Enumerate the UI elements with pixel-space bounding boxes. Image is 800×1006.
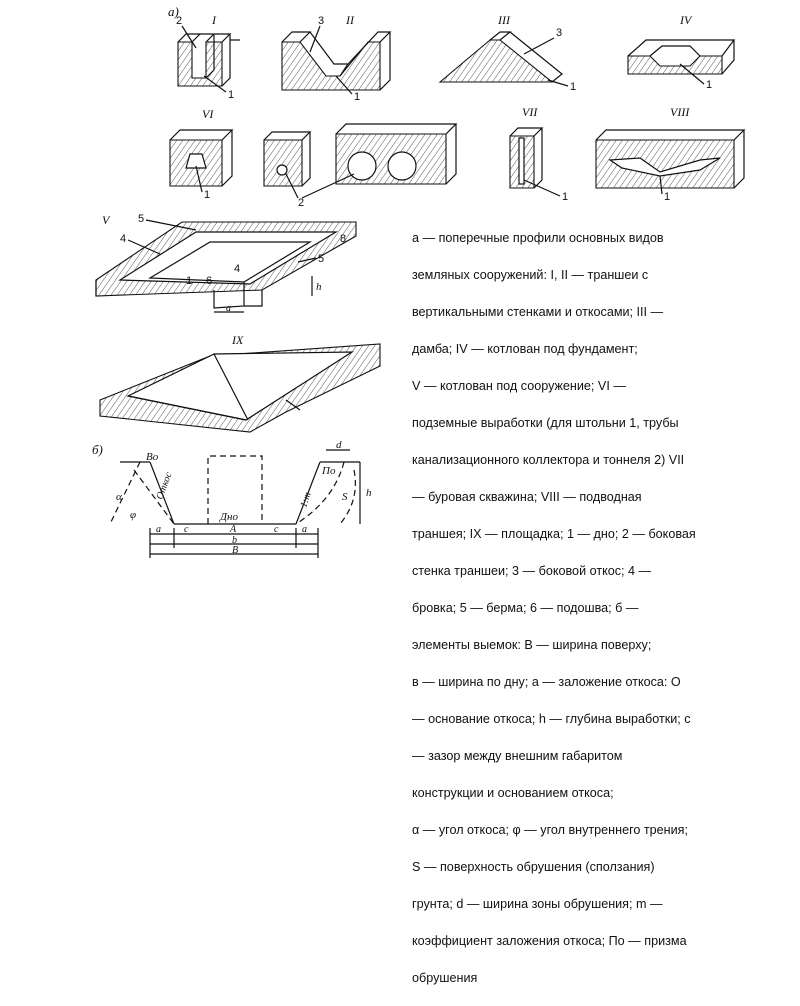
profile-V-number-4b: 4	[234, 263, 240, 275]
label-ratio: 1:m	[298, 491, 313, 509]
caption-line: канализационного коллектора и тоннеля 2)…	[412, 452, 685, 467]
profile-VI-underground: VI 1	[169, 107, 234, 201]
label-a-right: a	[302, 524, 307, 535]
caption-line: а — поперечные профили основных видов	[412, 230, 664, 245]
label-otkos: Откос	[154, 470, 174, 501]
roman-V-label: V	[102, 213, 111, 227]
engineering-diagram: а) I 2 1 II 3 1 III 3 1 IV 1	[92, 4, 746, 558]
profile-I-trench-vertical: I 2 1	[176, 13, 240, 101]
caption-line: траншея; IX — площадка; 1 — дно; 2 — бок…	[412, 526, 696, 541]
profile-V-number-1: 1	[186, 275, 192, 287]
profile-V-number-4: 4	[120, 233, 126, 245]
profile-IX-platform: IX	[99, 333, 381, 433]
caption-line: элементы выемок: В — ширина поверху;	[412, 637, 652, 652]
profile-VII-number-1: 1	[562, 191, 568, 203]
profile-III-number-1: 1	[570, 81, 576, 93]
caption-line: стенка траншеи; 3 — боковой откос; 4 —	[412, 563, 652, 578]
profile-I-number-1: 1	[228, 89, 234, 101]
caption-line: коэффициент заложения откоса; По — призм…	[412, 933, 687, 948]
profile-V-number-5b: 5	[318, 253, 324, 265]
caption-line: грунта; d — ширина зоны обрушения; m —	[412, 896, 663, 911]
caption-line: земляных сооружений: I, II — траншеи с	[412, 267, 649, 282]
profile-VIII-underwater-trench: VIII 1	[595, 105, 746, 203]
caption-line: вертикальными стенками и откосами; III —	[412, 304, 664, 319]
label-c-right: c	[274, 524, 279, 535]
roman-I-label: I	[211, 13, 217, 27]
caption-line: — основание откоса; h — глубина выработк…	[412, 711, 691, 726]
figure-caption: а — поперечные профили основных видов зе…	[412, 210, 788, 1006]
caption-line: S — поверхность обрушения (сползания)	[412, 859, 655, 874]
roman-VII-label: VII	[522, 105, 538, 119]
section-a-label: а)	[168, 4, 179, 19]
label-S: S	[342, 491, 348, 503]
caption-line: дамба; IV — котлован под фундамент;	[412, 341, 638, 356]
label-dno: Дно	[219, 511, 238, 523]
label-c-left: c	[184, 524, 189, 535]
profile-V-number-5: 5	[138, 213, 144, 225]
label-Bo: Bо	[146, 451, 159, 463]
caption-line: V — котлован под сооружение; VI —	[412, 378, 626, 393]
profile-III-number-3: 3	[556, 27, 562, 39]
caption-line: конструкции и основанием откоса;	[412, 785, 614, 800]
caption-line: бровка; 5 — берма; 6 — подошва; б —	[412, 600, 639, 615]
profile-II-trench-slopes: II 3 1	[281, 13, 392, 103]
profile-II-number-3: 3	[318, 15, 324, 27]
label-alpha: α	[116, 491, 122, 503]
caption-line: — зазор между внешним габаритом	[412, 748, 623, 763]
profile-V-h-label: h	[316, 281, 322, 293]
profile-VII-borehole: VII 1	[509, 105, 568, 203]
roman-III-label: III	[497, 13, 511, 27]
profile-I-number-2: 2	[176, 15, 182, 27]
profile-V-number-8: 8	[340, 233, 346, 245]
label-A: A	[229, 524, 237, 535]
profile-VI-pipe-tunnel: 2	[263, 123, 458, 209]
caption-line: — буровая скважина; VIII — подводная	[412, 489, 642, 504]
roman-VI-label: VI	[202, 107, 214, 121]
roman-IV-label: IV	[679, 13, 693, 27]
profile-VI-number-2: 2	[298, 197, 304, 209]
section-b-label: б)	[92, 442, 103, 457]
profile-VIII-number-1: 1	[664, 191, 670, 203]
roman-VIII-label: VIII	[670, 105, 690, 119]
profile-V-excavation: V a h 5 4 8 5 4 1 6	[95, 213, 357, 314]
label-b: b	[232, 535, 237, 546]
label-Po: По	[321, 465, 336, 477]
profile-V-number-6: 6	[206, 275, 212, 287]
roman-II-label: II	[345, 13, 355, 27]
profile-IV-number-1: 1	[706, 79, 712, 91]
profile-IV-foundation-pit: IV 1	[627, 13, 736, 91]
caption-line: подземные выработки (для штольни 1, труб…	[412, 415, 679, 430]
label-phi: φ	[130, 509, 136, 521]
label-a-left: a	[156, 524, 161, 535]
profile-II-number-1: 1	[354, 91, 360, 103]
caption-line: в — ширина по дну; а — заложение откоса:…	[412, 674, 681, 689]
profile-VI-number-1: 1	[204, 189, 210, 201]
profile-V-a-label: a	[226, 303, 231, 314]
profile-III-dam: III 3 1	[438, 13, 576, 93]
label-h: h	[366, 487, 372, 499]
label-B: B	[232, 545, 238, 556]
caption-line: α — угол откоса; φ — угол внутреннего тр…	[412, 822, 688, 837]
label-d: d	[336, 439, 342, 451]
roman-IX-label: IX	[231, 333, 244, 347]
section-b-excavation-elements: б) Bо Откос α φ Дно d По 1:m S h	[92, 439, 372, 558]
caption-line: обрушения	[412, 970, 478, 985]
